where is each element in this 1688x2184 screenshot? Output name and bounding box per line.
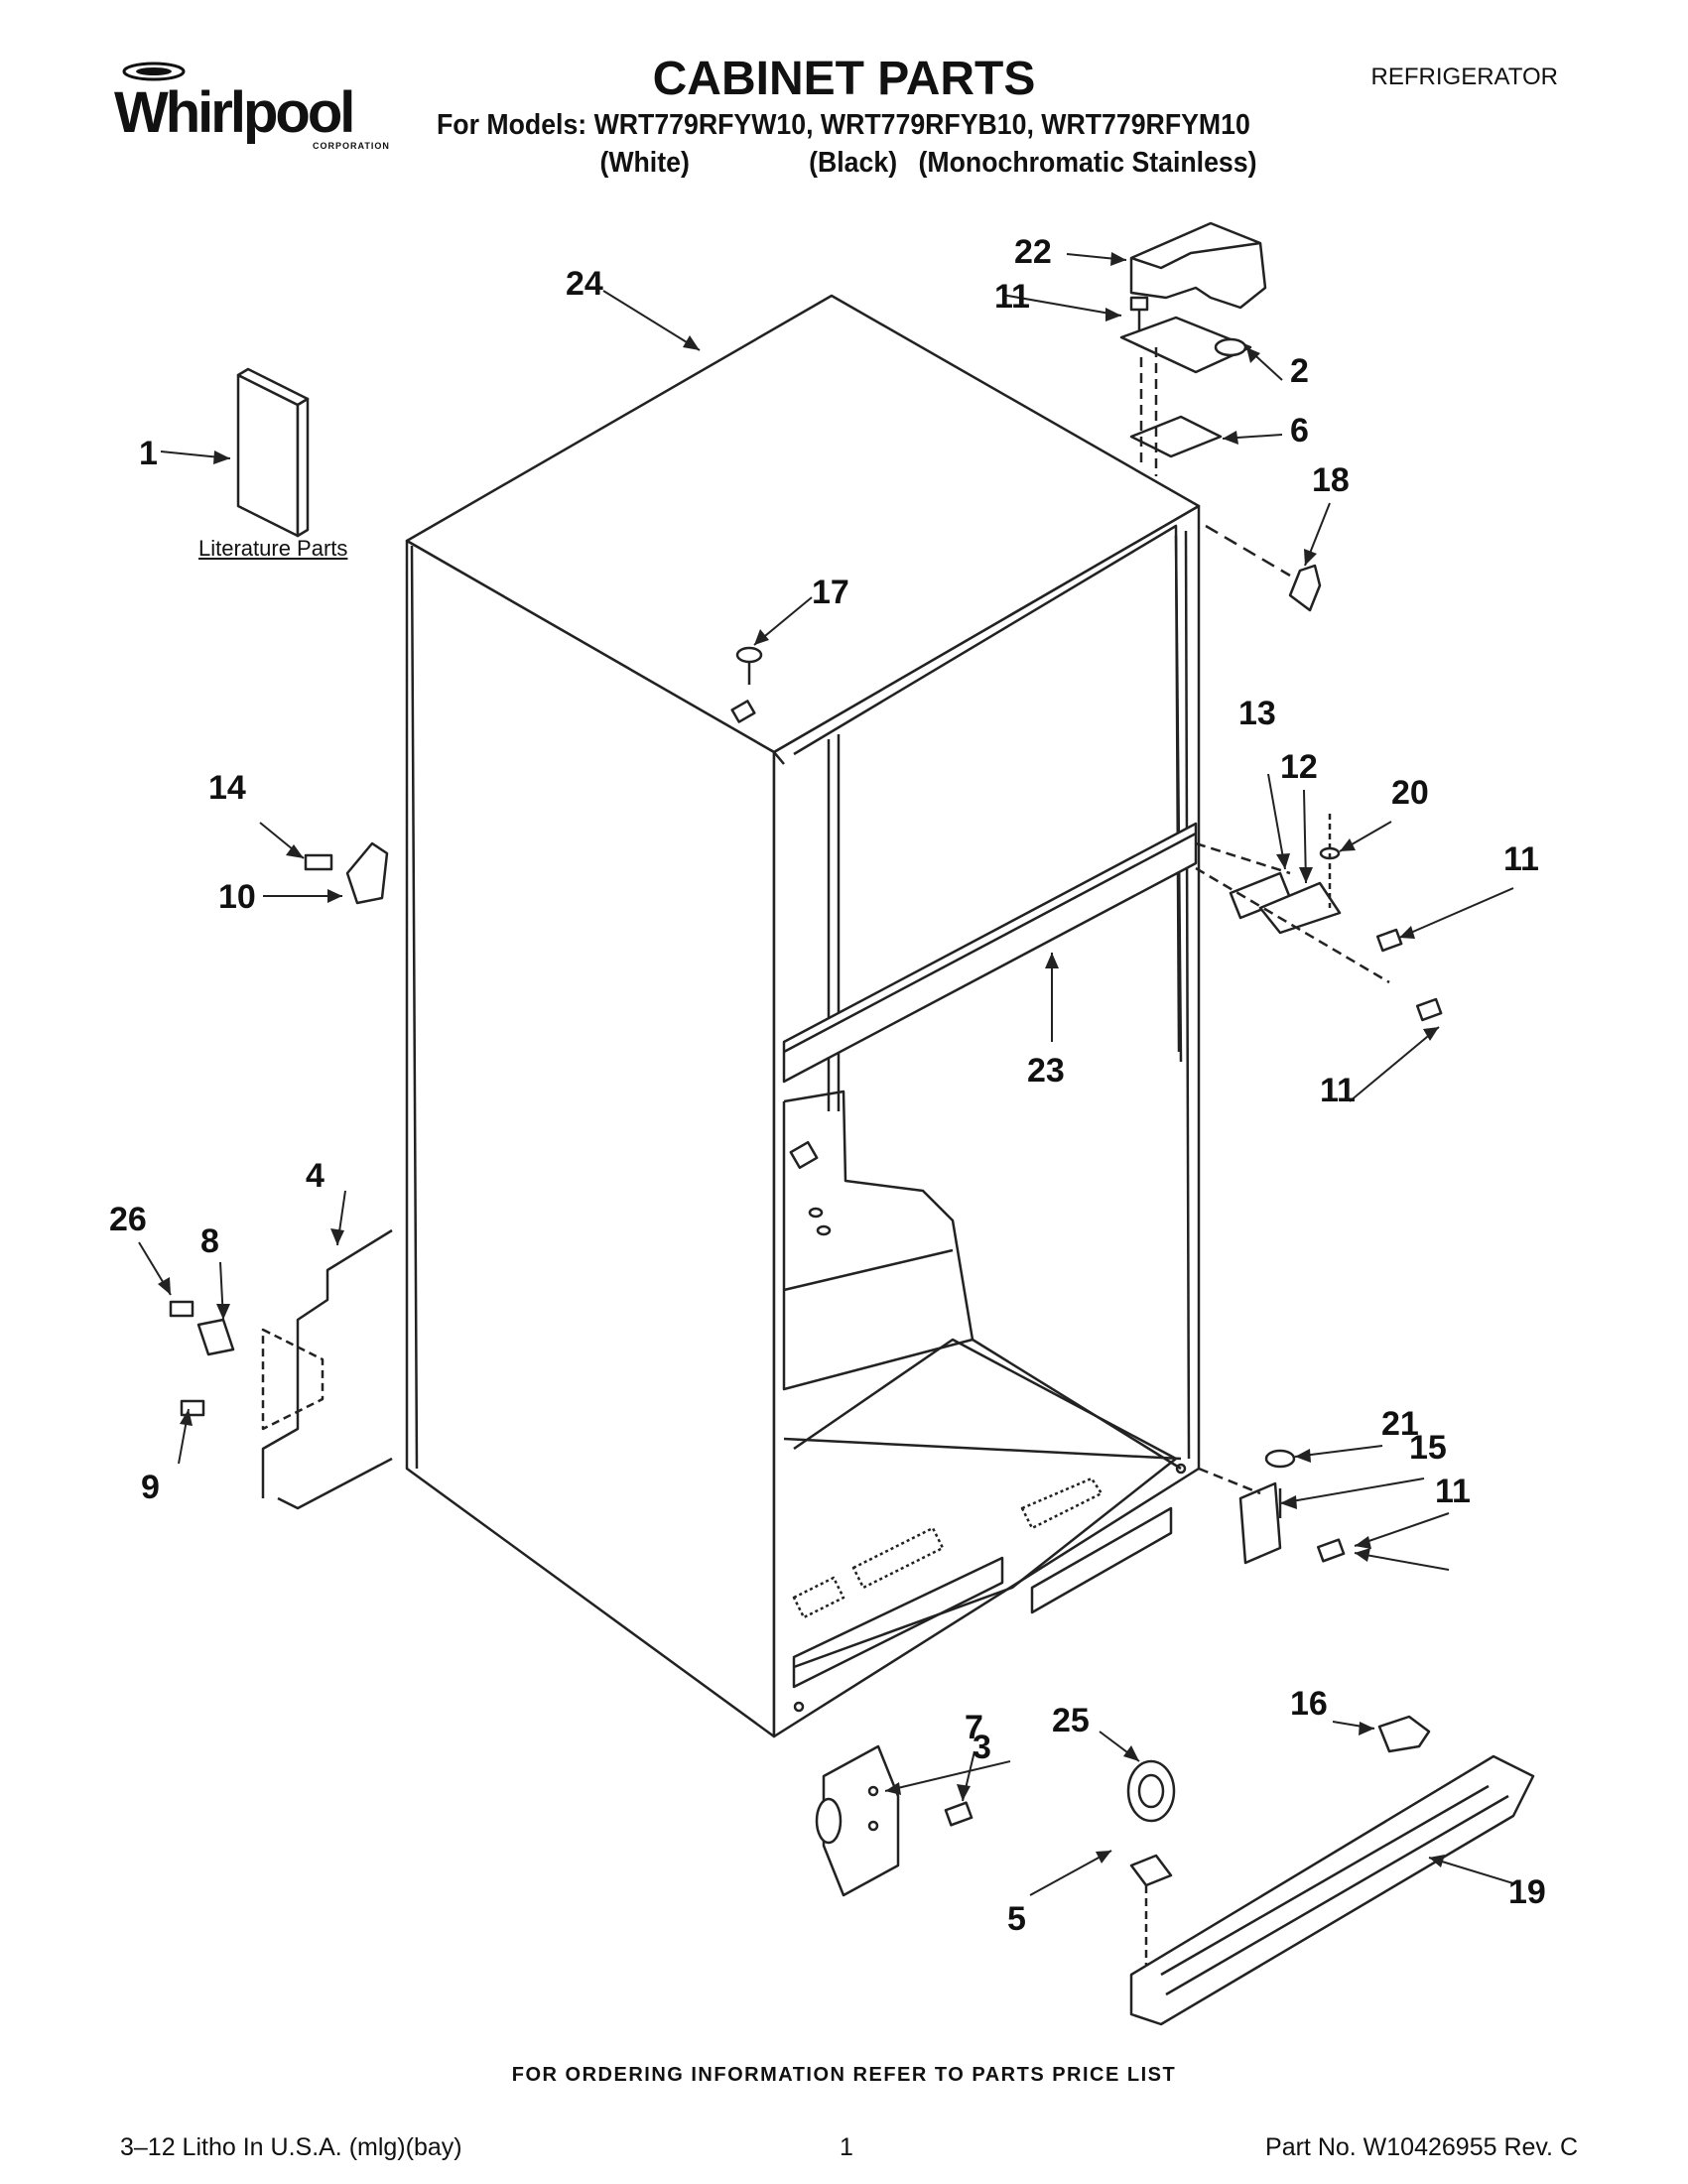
- ordering-info: FOR ORDERING INFORMATION REFER TO PARTS …: [511, 2064, 1177, 2086]
- literature-parts-label: Literature Parts: [198, 536, 348, 561]
- leader-arrowheads: [158, 252, 1445, 1867]
- callout-15: 15: [1409, 1429, 1447, 1467]
- bottom-hinge: [1198, 1449, 1346, 1565]
- page-number: 1: [840, 2133, 853, 2161]
- callout-24: 24: [566, 265, 603, 303]
- center-hinge-screws: [1375, 928, 1443, 1022]
- variant-white: (White): [599, 147, 690, 179]
- callout-26: 26: [109, 1201, 147, 1238]
- callout-1: 1: [139, 435, 158, 472]
- callout-18: 18: [1312, 461, 1350, 499]
- callout-3: 3: [973, 1729, 991, 1766]
- callout-11b: 11: [1503, 840, 1539, 878]
- variant-black: (Black): [809, 147, 898, 179]
- hinge-cap: [1205, 524, 1322, 612]
- callout-6: 6: [1290, 412, 1309, 450]
- cabinet-plug: [730, 646, 763, 723]
- brand-logo: Whirlpool CORPORATION: [114, 60, 389, 159]
- callout-11c: 11: [1320, 1072, 1356, 1109]
- callout-14: 14: [208, 769, 246, 807]
- literature-booklet: [236, 367, 310, 538]
- roller: [1126, 1759, 1176, 1823]
- callout-2: 2: [1290, 352, 1309, 390]
- leveling-leg-bracket: [815, 1744, 900, 1897]
- leveling-screw: [944, 1801, 974, 1827]
- callout-16: 16: [1290, 1685, 1328, 1723]
- callout-11a: 11: [994, 278, 1030, 316]
- callout-8: 8: [200, 1222, 219, 1260]
- litho-info: 3–12 Litho In U.S.A. (mlg)(bay): [120, 2133, 462, 2161]
- callout-19: 19: [1508, 1873, 1546, 1911]
- divider-rail: [782, 822, 1198, 1084]
- callout-9: 9: [141, 1469, 160, 1506]
- callout-7: 7: [965, 1709, 983, 1746]
- category-label: REFRIGERATOR: [1370, 64, 1558, 90]
- toe-grille: [1129, 1754, 1535, 2026]
- top-hinge-cover: [1129, 221, 1267, 310]
- toe-grille-clip: [1377, 1715, 1431, 1753]
- brand-sub: CORPORATION: [313, 141, 390, 151]
- callout-numbers: 1 2 3 4 5 6 7 8 9 10 11 11 11 11 11 12 1…: [109, 233, 1546, 1938]
- toe-grille-bracket: [169, 1228, 393, 1510]
- center-hinge: [1195, 814, 1390, 984]
- callout-11d: 11: [1435, 1473, 1471, 1510]
- callout-17: 17: [812, 574, 849, 611]
- grille-insert: [1129, 1854, 1173, 1965]
- part-number: Part No. W10426955 Rev. C: [1265, 2133, 1578, 2161]
- callout-10: 10: [218, 878, 256, 916]
- callout-23: 23: [1027, 1052, 1065, 1090]
- page-title: CABINET PARTS: [652, 53, 1036, 105]
- callout-21: 21: [1381, 1405, 1419, 1443]
- cabinet-body: [405, 294, 1201, 1738]
- variant-stainless: (Monochromatic Stainless): [918, 147, 1257, 179]
- callout-20: 20: [1391, 774, 1429, 812]
- leader-lines: [138, 253, 1514, 1896]
- callout-4: 4: [306, 1157, 325, 1195]
- callout-12: 12: [1280, 748, 1318, 786]
- left-side-bracket: [304, 841, 389, 905]
- logo-swoosh-icon: [122, 62, 186, 81]
- callout-22: 22: [1014, 233, 1052, 271]
- brand-name: Whirlpool: [114, 80, 355, 145]
- model-variants: (White) (Black) (Monochromatic Stainless…: [0, 147, 1553, 187]
- hinge-screw-top: [1129, 296, 1149, 337]
- callout-5: 5: [1007, 1900, 1026, 1938]
- models-line: For Models: WRT779RFYW10, WRT779RFYB10, …: [437, 109, 1250, 141]
- callout-25: 25: [1052, 1702, 1090, 1739]
- top-hinge: [1119, 316, 1252, 476]
- callout-13: 13: [1238, 695, 1276, 732]
